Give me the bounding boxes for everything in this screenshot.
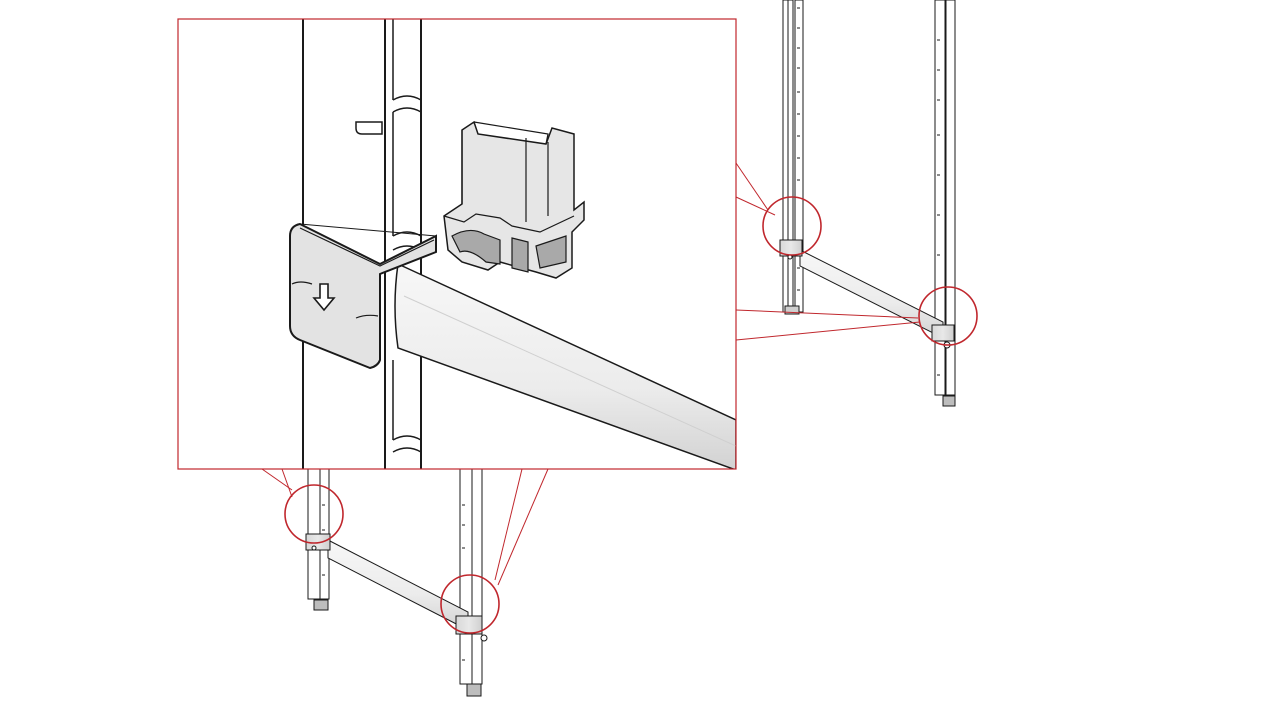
right-assembly-clamp-bottom [931,324,955,342]
inset-clamp-part [443,120,585,279]
left-assembly-clamp-bottom [455,615,483,635]
right-assembly [779,0,956,407]
callout-circle-right-top [762,196,822,256]
inset-collar [289,222,437,370]
inset-crossbar [394,262,736,469]
callout-circles [284,196,978,634]
inset-frame [177,18,737,470]
left-assembly-crossbar [327,539,469,631]
detail-inset [177,18,737,470]
down-arrow-icon [312,283,336,312]
left-assembly-right-upright [459,468,483,697]
callout-circle-left-bottom [440,574,500,634]
left-assembly [305,468,488,697]
right-assembly-crossbar [799,249,944,339]
right-assembly-left-upright [782,0,804,315]
callout-circle-left-top [284,484,344,544]
right-assembly-right-upright [934,0,956,407]
callout-circle-right-bottom [918,286,978,346]
callout-leaders [261,162,921,586]
right-assembly-clamp-top [779,239,803,257]
